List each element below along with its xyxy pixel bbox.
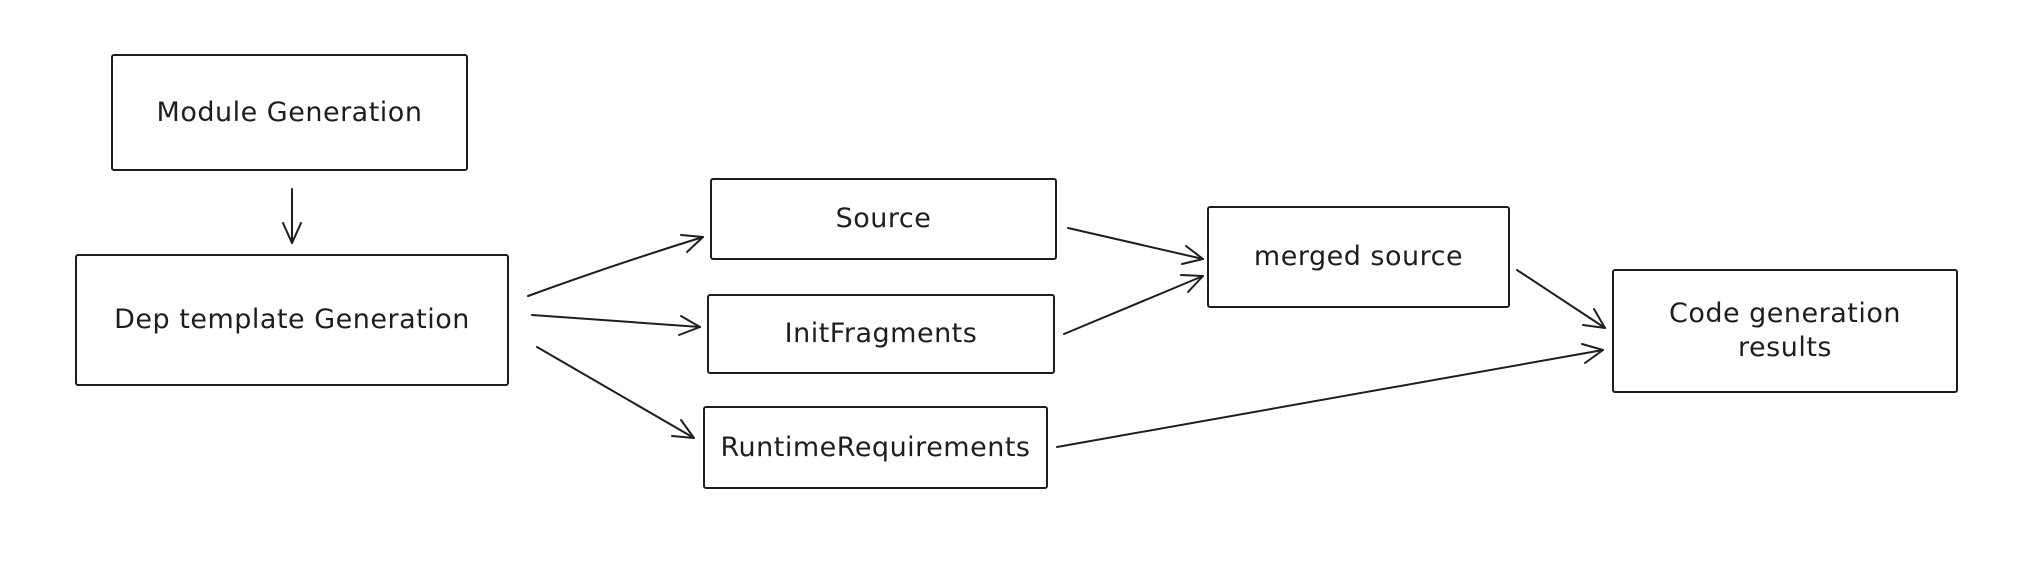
arrowhead-icon: [678, 315, 701, 336]
arrow-shaft: [536, 346, 695, 439]
arrowhead-icon: [1181, 245, 1204, 265]
node-source: Source: [710, 178, 1057, 260]
node-module-generation: Module Generation: [111, 54, 468, 171]
arrow-shaft: [1063, 275, 1204, 335]
arrow-runtime-requirements-to-code-generation-results: [1056, 343, 1604, 448]
node-dep-template-generation: Dep template Generation: [75, 254, 509, 386]
arrow-shaft: [1516, 269, 1606, 329]
arrowhead-icon: [680, 234, 704, 253]
arrow-shaft: [1056, 349, 1604, 448]
node-label: Dep template Generation: [114, 304, 470, 336]
arrowhead-icon: [282, 222, 302, 244]
arrow-dep-template-generation-to-source: [527, 234, 704, 297]
node-label: InitFragments: [784, 318, 978, 350]
arrow-init-fragments-to-merged-source: [1063, 274, 1204, 335]
arrow-dep-template-generation-to-runtime-requirements: [536, 346, 695, 439]
arrow-dep-template-generation-to-init-fragments: [531, 314, 701, 336]
arrowhead-icon: [1582, 308, 1606, 329]
arrow-shaft: [527, 236, 704, 297]
arrowhead-icon: [671, 419, 695, 439]
arrowhead-icon: [1581, 343, 1604, 364]
arrow-merged-source-to-code-generation-results: [1516, 269, 1606, 329]
node-label: Module Generation: [156, 96, 423, 128]
node-runtime-requirements: RuntimeRequirements: [703, 406, 1048, 489]
arrow-source-to-merged-source: [1067, 227, 1204, 265]
node-label: Code generation results: [1668, 298, 1902, 363]
arrow-shaft: [1067, 227, 1204, 260]
node-init-fragments: InitFragments: [707, 294, 1055, 374]
arrowhead-icon: [1180, 274, 1204, 293]
node-merged-source: merged source: [1207, 206, 1510, 308]
node-label: Source: [835, 203, 932, 235]
node-label: merged source: [1253, 241, 1464, 273]
node-label: RuntimeRequirements: [720, 431, 1031, 463]
arrow-shaft: [531, 314, 701, 328]
arrow-module-generation-to-dep-template-generation: [282, 188, 302, 244]
node-code-generation-results: Code generation results: [1612, 269, 1958, 393]
